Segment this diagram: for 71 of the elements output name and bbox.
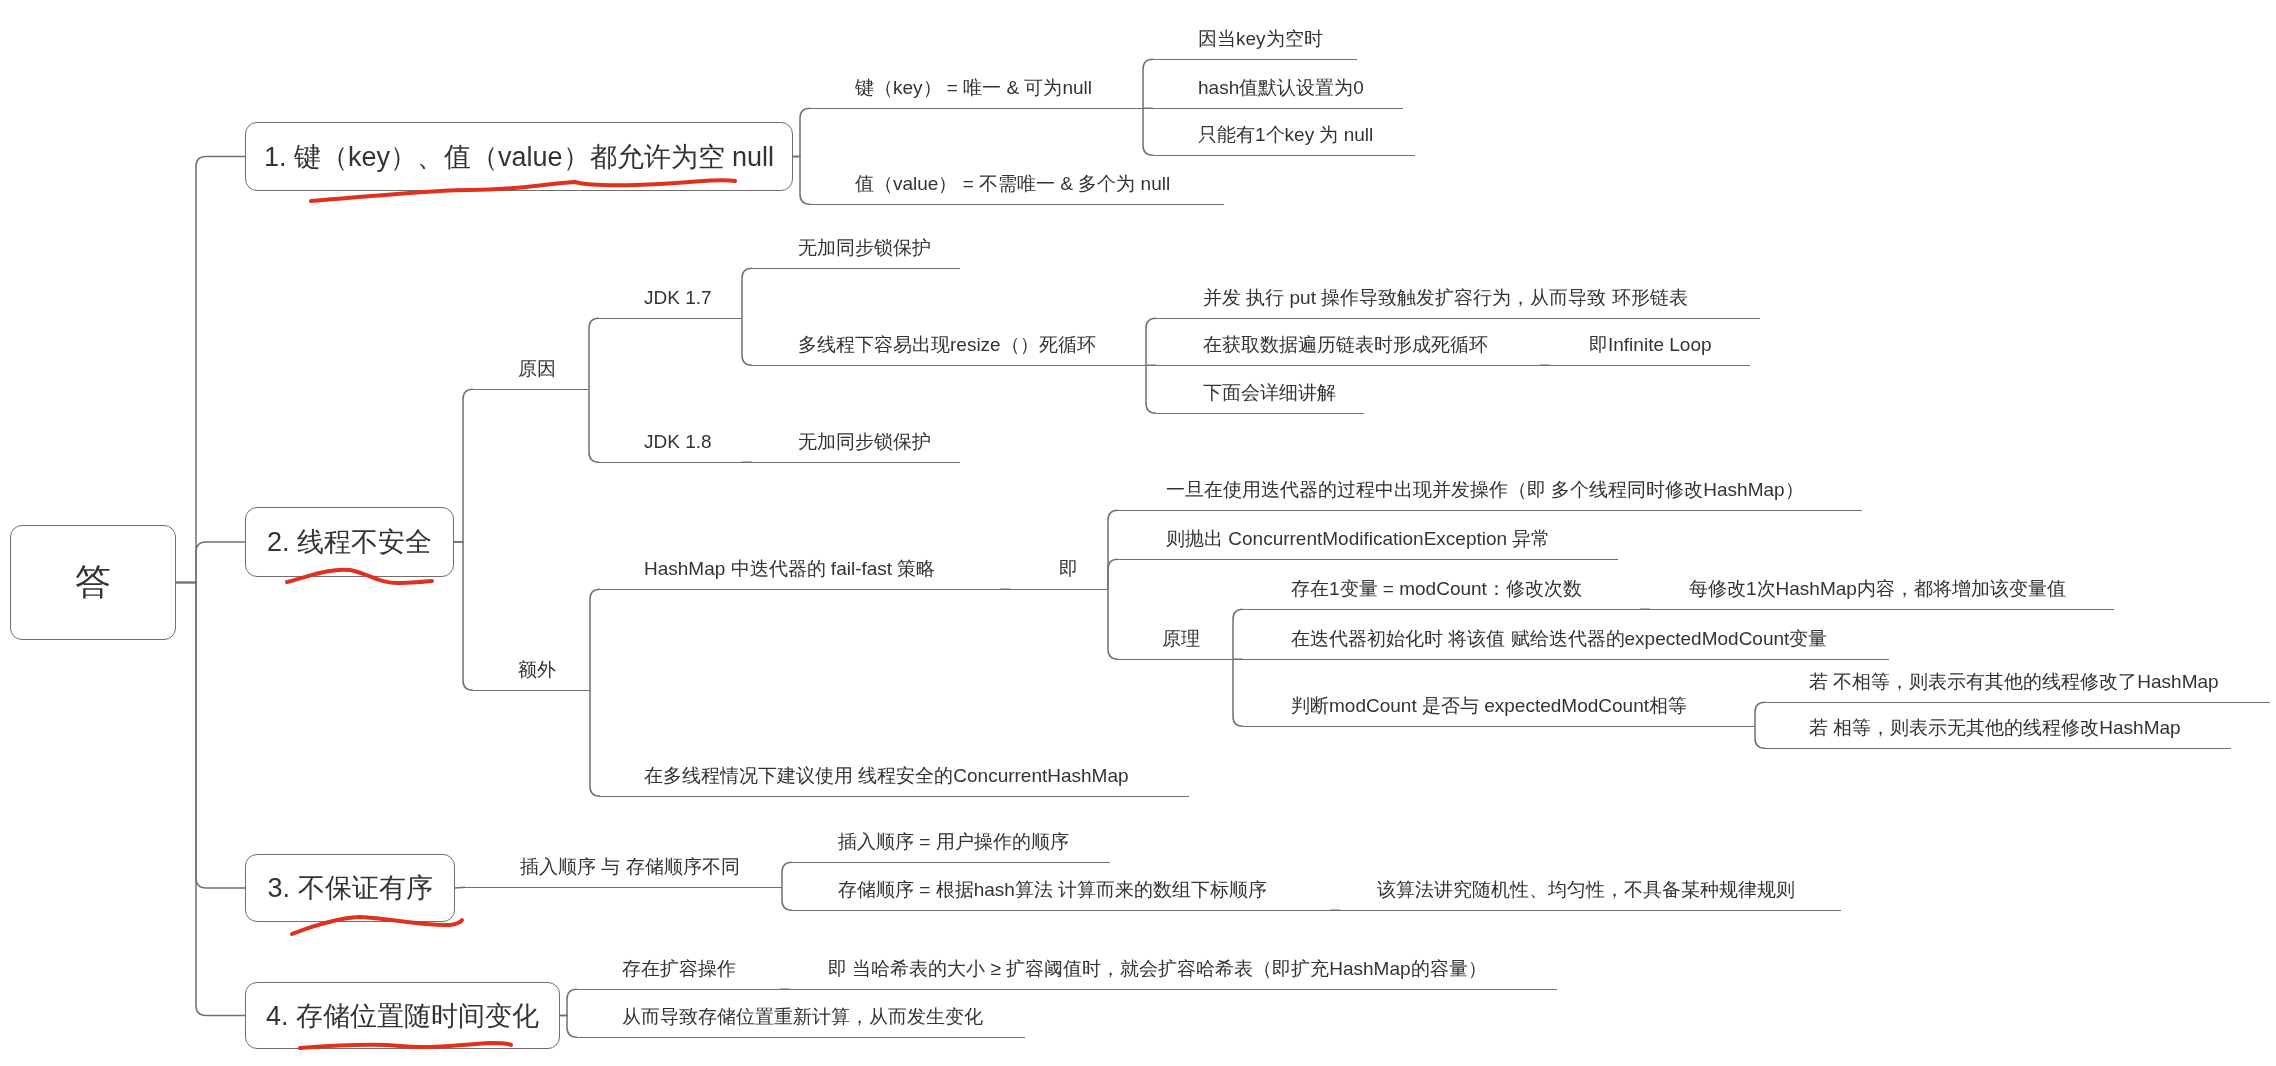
- branch-line: [588, 317, 600, 390]
- underlined-topic: 一旦在使用迭代器的过程中出现并发操作（即 多个线程同时修改HashMap）: [1118, 477, 1862, 511]
- underlined-topic: 值（value） = 不需唯一 & 多个为 null: [810, 171, 1224, 205]
- branch-line: [1639, 608, 1651, 610]
- underlined-topic: 该算法讲究随机性、均匀性，不具备某种规律规则: [1340, 877, 1841, 911]
- topic-box: 4. 存储位置随时间变化: [245, 982, 560, 1049]
- underlined-topic: 在获取数据遍历链表时形成死循环: [1156, 332, 1540, 366]
- underlined-topic: 额外: [473, 657, 590, 691]
- branch-line: [589, 588, 601, 691]
- branch-line: [779, 988, 791, 990]
- topic-box: 3. 不保证有序: [245, 854, 455, 922]
- underlined-topic: 存在1变量 = modCount：修改次数: [1243, 576, 1640, 610]
- branch-line: [792, 155, 811, 205]
- branch-line: [1232, 608, 1244, 660]
- branch-line: [453, 541, 474, 691]
- branch-line: [559, 1014, 578, 1038]
- branch-line: [741, 267, 753, 319]
- underlined-topic: 若 不相等，则表示有其他的线程修改了HashMap: [1765, 669, 2270, 703]
- underlined-topic: 即 当哈希表的大小 ≥ 扩容阈值时，就会扩容哈希表（即扩充HashMap的容量）: [790, 956, 1557, 990]
- branch-line: [741, 461, 753, 463]
- branch-line: [1145, 317, 1157, 366]
- branch-line: [588, 388, 600, 463]
- underlined-topic: 并发 执行 put 操作导致触发扩容行为，从而导致 环形链表: [1156, 285, 1760, 319]
- underlined-topic: 则抛出 ConcurrentModificationException 异常: [1118, 526, 1618, 560]
- branch-line: [175, 581, 246, 1017]
- underlined-topic: 原理: [1118, 626, 1233, 660]
- underlined-topic: 每修改1次HashMap内容，都将增加该变量值: [1650, 576, 2114, 610]
- branch-line: [1142, 107, 1154, 156]
- branch-line: [999, 588, 1011, 590]
- underlined-topic: 在迭代器初始化时 将该值 赋给迭代器的expectedModCount变量: [1243, 626, 1889, 660]
- branch-line: [741, 317, 753, 366]
- underlined-topic: 插入顺序 = 用户操作的顺序: [792, 829, 1110, 863]
- underlined-topic: JDK 1.7: [599, 285, 742, 319]
- underlined-topic: 即: [1010, 556, 1108, 590]
- underlined-topic: HashMap 中迭代器的 fail-fast 策略: [600, 556, 1000, 590]
- branch-line: [1107, 558, 1119, 590]
- underlined-topic: 无加同步锁保护: [752, 235, 960, 269]
- topic-box: 1. 键（key）、值（value）都允许为空 null: [245, 122, 793, 191]
- underlined-topic: hash值默认设置为0: [1153, 75, 1403, 109]
- underlined-topic: 即Infinite Loop: [1550, 332, 1750, 366]
- branch-line: [781, 886, 793, 911]
- underlined-topic: 因当key为空时: [1153, 26, 1357, 60]
- underlined-topic: 存在扩容操作: [577, 956, 780, 990]
- branch-line: [1107, 588, 1119, 660]
- underlined-topic: 判断modCount 是否与 expectedModCount相等: [1243, 693, 1755, 727]
- branch-line: [1754, 701, 1766, 727]
- branch-line: [1145, 364, 1157, 366]
- underlined-topic: 下面会详细讲解: [1156, 380, 1364, 414]
- underlined-topic: 若 相等，则表示无其他的线程修改HashMap: [1765, 715, 2231, 749]
- branch-line: [1142, 107, 1154, 109]
- branch-line: [589, 689, 601, 797]
- branch-line: [1145, 364, 1157, 414]
- branch-line: [1232, 658, 1244, 660]
- underlined-topic: 多线程下容易出现resize（）死循环: [752, 332, 1146, 366]
- branch-line: [781, 861, 793, 888]
- branch-line: [1329, 909, 1341, 911]
- branch-line: [1539, 364, 1551, 366]
- underlined-topic: 在多线程情况下建议使用 线程安全的ConcurrentHashMap: [600, 763, 1189, 797]
- underlined-topic: 插入顺序 与 存储顺序不同: [465, 854, 782, 888]
- topic-box: 2. 线程不安全: [245, 507, 454, 577]
- underlined-topic: 原因: [473, 356, 589, 390]
- underlined-topic: 从而导致存储位置重新计算，从而发生变化: [577, 1004, 1025, 1038]
- underlined-topic: 存储顺序 = 根据hash算法 计算而来的数组下标顺序: [792, 877, 1330, 911]
- underlined-topic: 键（key） = 唯一 & 可为null: [810, 75, 1143, 109]
- branch-line: [1142, 58, 1154, 109]
- underlined-topic: JDK 1.8: [599, 429, 742, 463]
- branch-line: [1754, 725, 1766, 749]
- underlined-topic: 只能有1个key 为 null: [1153, 122, 1415, 156]
- underlined-topic: 无加同步锁保护: [752, 429, 960, 463]
- branch-line: [1232, 658, 1244, 727]
- topic-box: 答: [10, 525, 176, 640]
